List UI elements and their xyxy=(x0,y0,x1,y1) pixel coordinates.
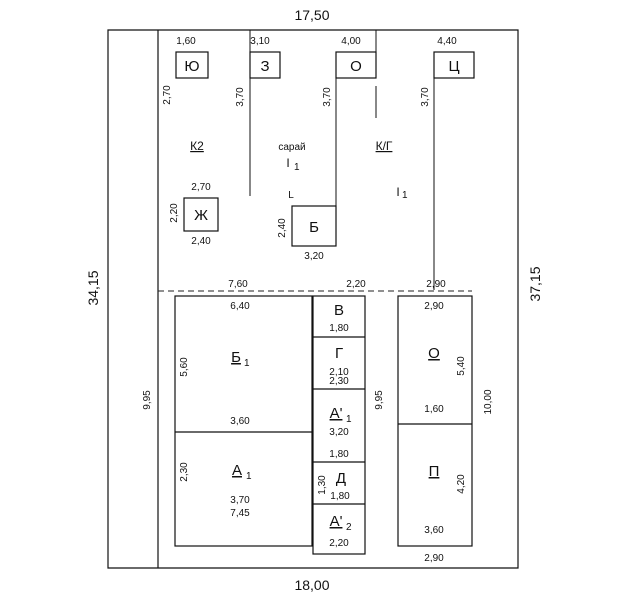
a1-d2: 7,45 xyxy=(230,508,250,519)
box-z-height: 3,70 xyxy=(235,87,246,107)
col-a2p-label: А' xyxy=(330,513,343,530)
box-b-label: Б xyxy=(309,219,319,236)
column-block xyxy=(312,295,366,555)
rb-top: 2,90 xyxy=(424,301,444,312)
a1-label: А xyxy=(232,462,242,479)
col-d-left: 1,30 xyxy=(317,475,328,495)
b1-top: 6,40 xyxy=(230,301,250,312)
box-b-bottom: 3,20 xyxy=(304,251,324,262)
box-zh-top: 2,70 xyxy=(191,182,211,193)
col-v-label: В xyxy=(334,302,344,319)
dim-bottom: 18,00 xyxy=(294,577,329,593)
rb-p-bottom: 3,60 xyxy=(424,525,444,536)
col-d-label: Д xyxy=(336,470,346,487)
box-z-width: 3,10 xyxy=(250,36,270,47)
col-a2p-sub: 2 xyxy=(346,522,352,533)
box-ts-height: 3,70 xyxy=(420,87,431,107)
box-yu-height: 2,70 xyxy=(162,85,173,105)
dim-mid-vertical: 9,95 xyxy=(374,390,385,410)
outer-boundary xyxy=(107,29,519,569)
box-yu-width: 1,60 xyxy=(176,36,196,47)
box-o-width: 4,00 xyxy=(341,36,361,47)
box-zh-left: 2,20 xyxy=(169,203,180,223)
col-a1p-dim1: 3,20 xyxy=(329,427,349,438)
b1-sub: 1 xyxy=(244,358,250,369)
b1-label: Б xyxy=(231,349,241,366)
label-i-right: I xyxy=(396,185,399,199)
dim-top: 17,50 xyxy=(294,7,329,23)
box-b xyxy=(291,205,337,247)
label-kg: К/Г xyxy=(376,139,393,153)
box-zh-label: Ж xyxy=(194,207,208,224)
rb-o-label: О xyxy=(428,345,440,362)
dim-right: 37,15 xyxy=(527,266,543,301)
box-yu-label: Ю xyxy=(184,58,199,75)
box-b-left: 2,40 xyxy=(277,218,288,238)
label-i-right-sub: 1 xyxy=(402,190,408,201)
box-z-label: З xyxy=(260,58,269,75)
col-v-dim: 1,80 xyxy=(329,323,349,334)
rb-o-right: 5,40 xyxy=(456,356,467,376)
box-yu xyxy=(175,51,209,79)
col-g-dim2: 2,30 xyxy=(329,376,349,387)
b1-left: 5,60 xyxy=(179,357,190,377)
label-k2: К2 xyxy=(190,139,204,153)
box-zh-bottom: 2,40 xyxy=(191,236,211,247)
row-dim-c: 2,90 xyxy=(426,279,446,290)
col-a1p-label: А' xyxy=(330,405,343,422)
col-a2p-dim: 2,20 xyxy=(329,538,349,549)
dim-right-10: 10,00 xyxy=(483,389,494,414)
box-ts-label: Ц xyxy=(448,58,459,75)
box-o xyxy=(335,51,377,79)
rb-below: 2,90 xyxy=(424,553,444,564)
box-o-label: О xyxy=(350,58,362,75)
box-o-height: 3,70 xyxy=(322,87,333,107)
label-i1-sub: 1 xyxy=(294,162,300,173)
label-saray: сарай xyxy=(278,142,305,153)
label-i1: I xyxy=(286,156,289,170)
row-dim-b: 2,20 xyxy=(346,279,366,290)
rb-mid: 1,60 xyxy=(424,404,444,415)
dim-inner-left: 9,95 xyxy=(142,390,153,410)
col-g-dim1: 2,10 xyxy=(329,367,349,378)
col-a1p-sub: 1 xyxy=(346,414,352,425)
label-bracket: L xyxy=(288,190,294,201)
col-g-label: Г xyxy=(335,345,343,362)
b1-bottom: 3,60 xyxy=(230,416,250,427)
row-dim-a: 7,60 xyxy=(228,279,248,290)
col-a1p-dim2: 1,80 xyxy=(329,449,349,460)
a1-sub: 1 xyxy=(246,471,252,482)
block-b1-a1 xyxy=(174,295,313,547)
col-d-dim: 1,80 xyxy=(330,491,350,502)
a1-left: 2,30 xyxy=(179,462,190,482)
box-zh xyxy=(183,197,219,232)
rb-p-right: 4,20 xyxy=(456,474,467,494)
box-ts-width: 4,40 xyxy=(437,36,457,47)
rb-p-label: П xyxy=(429,463,440,480)
block-o-p xyxy=(397,295,473,547)
box-ts xyxy=(433,51,475,79)
a1-d1: 3,70 xyxy=(230,495,250,506)
dim-left: 34,15 xyxy=(85,270,101,305)
